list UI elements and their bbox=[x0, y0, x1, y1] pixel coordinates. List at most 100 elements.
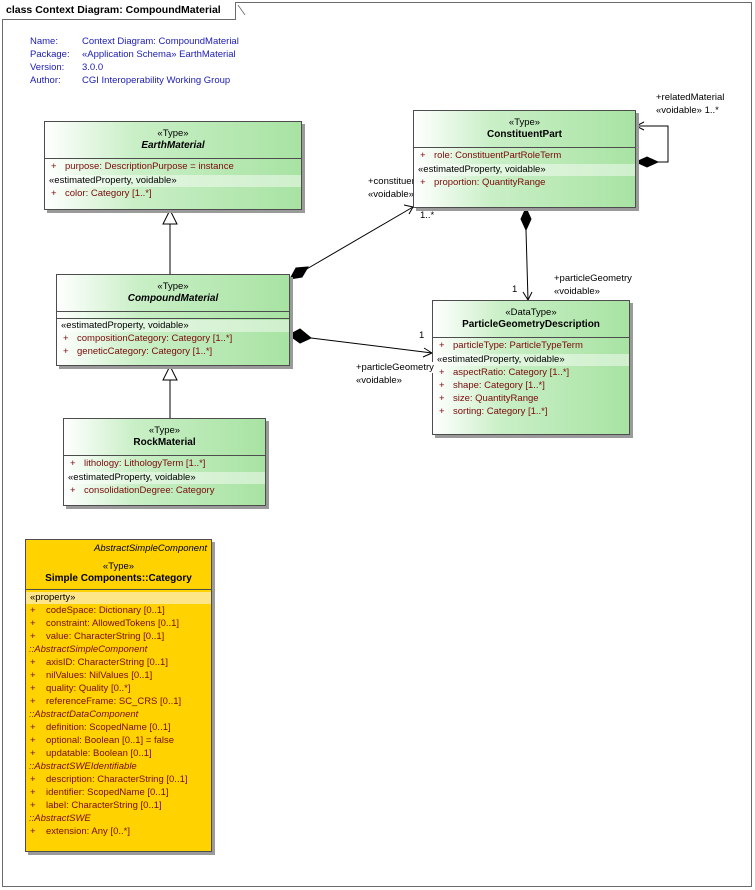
attribute-text: particleType: ParticleTypeTerm bbox=[453, 340, 583, 351]
attribute-compartment: +role: ConstituentPartRoleTerm «estimate… bbox=[414, 148, 635, 191]
attribute-text: identifier: ScopedName [0..1] bbox=[46, 787, 169, 798]
class-stereotype: «Type» bbox=[157, 128, 189, 139]
visibility-marker: + bbox=[30, 748, 36, 759]
info-row: Name: Context Diagram: CompoundMaterial bbox=[30, 35, 239, 48]
attribute-text: codeSpace: Dictionary [0..1] bbox=[46, 605, 165, 616]
info-value: Context Diagram: CompoundMaterial bbox=[82, 36, 239, 47]
visibility-marker: + bbox=[70, 458, 76, 469]
attribute-row: +constraint: AllowedTokens [0..1] bbox=[26, 617, 211, 630]
earth-material-class[interactable]: «Type» EarthMaterial +purpose: Descripti… bbox=[44, 121, 302, 210]
stereotype-group-label: «estimatedProperty, voidable» bbox=[45, 175, 301, 187]
attribute-row: + consolidationDegree: Category bbox=[64, 484, 265, 497]
info-key: Name: bbox=[30, 36, 58, 47]
attribute-text: referenceFrame: SC_CRS [0..1] bbox=[46, 696, 182, 707]
class-name: RockMaterial bbox=[133, 437, 196, 448]
stereotype-group-label: «estimatedProperty, voidable» bbox=[64, 472, 265, 484]
constituent-part-class[interactable]: «Type» ConstituentPart +role: Constituen… bbox=[413, 110, 636, 208]
visibility-marker: + bbox=[30, 618, 36, 629]
attribute-row: +role: ConstituentPartRoleTerm bbox=[414, 149, 635, 162]
visibility-marker: + bbox=[439, 367, 445, 378]
info-row: Author:CGI Interoperability Working Grou… bbox=[30, 74, 239, 87]
category-class[interactable]: AbstractSimpleComponent «Type» Simple Co… bbox=[25, 539, 212, 852]
attribute-text: compositionCategory: Category [1..*] bbox=[77, 333, 233, 344]
category-parent-name: AbstractSimpleComponent bbox=[94, 543, 207, 554]
attribute-text: extension: Any [0..*] bbox=[46, 826, 130, 837]
class-name: ParticleGeometryDescription bbox=[462, 319, 600, 330]
attribute-row: + value: CharacterString [0..1] bbox=[26, 630, 211, 643]
constituent-association-line bbox=[304, 206, 414, 271]
info-key: Version: bbox=[30, 62, 65, 73]
attribute-text: quality: Quality [0..*] bbox=[46, 683, 131, 694]
attribute-text: consolidationDegree: Category bbox=[84, 485, 215, 496]
attribute-text: shape: Category [1..*] bbox=[453, 380, 545, 391]
inherited-from-label: ::AbstractSWE bbox=[29, 813, 91, 824]
rock-material-class[interactable]: «Type» RockMaterial +lithology: Litholog… bbox=[63, 418, 266, 506]
visibility-marker: + bbox=[70, 485, 76, 496]
attribute-row: +codeSpace: Dictionary [0..1] bbox=[26, 604, 211, 617]
composition-diamond bbox=[288, 328, 312, 344]
visibility-marker: + bbox=[63, 333, 69, 344]
attribute-row: + compositionCategory: Category [1..*] bbox=[57, 332, 289, 345]
attribute-row: +identifier: ScopedName [0..1] bbox=[26, 786, 211, 799]
compound-material-class[interactable]: «Type» CompoundMaterial «estimatedProper… bbox=[56, 274, 290, 366]
visibility-marker: + bbox=[51, 161, 57, 172]
particle-geometry-multiplicity: 1 bbox=[419, 330, 425, 341]
diagram-title: class Context Diagram: CompoundMaterial bbox=[2, 2, 236, 20]
composition-diamond bbox=[520, 206, 532, 232]
visibility-marker: + bbox=[420, 177, 426, 188]
visibility-marker: + bbox=[439, 380, 445, 391]
class-name: CompoundMaterial bbox=[127, 293, 219, 304]
class-stereotype: «DataType» bbox=[505, 307, 557, 318]
info-key: Package: bbox=[30, 49, 70, 60]
info-row: Package: «Application Schema» EarthMateri… bbox=[30, 48, 239, 61]
attribute-text: size: QuantityRange bbox=[453, 393, 539, 404]
attribute-row: + purpose: DescriptionPurpose = instance bbox=[45, 160, 301, 173]
particle-geometry-description-class[interactable]: «DataType» ParticleGeometryDescription +… bbox=[432, 300, 630, 435]
attribute-text: proportion: QuantityRange bbox=[434, 177, 546, 188]
info-row: Version: 3.0.0 bbox=[30, 61, 239, 74]
visibility-marker: + bbox=[30, 735, 36, 746]
class-header: «DataType» ParticleGeometryDescription bbox=[433, 301, 629, 338]
particle-geometry-association-line bbox=[525, 229, 529, 301]
attribute-text: purpose: DescriptionPurpose = instance bbox=[65, 161, 234, 172]
attribute-compartment: «property» +codeSpace: Dictionary [0..1]… bbox=[26, 592, 211, 838]
visibility-marker: + bbox=[30, 826, 36, 837]
attribute-compartment: +purpose: DescriptionPurpose = instance … bbox=[45, 159, 301, 202]
diagram-info: Name: Context Diagram: CompoundMaterial P… bbox=[30, 35, 239, 87]
info-value: «Application Schema» EarthMaterial bbox=[82, 49, 236, 60]
attribute-row: +aspectRatio: Category [1..*] bbox=[433, 366, 629, 379]
class-header: «Type» ConstituentPart bbox=[414, 111, 635, 148]
particle-geometry-association-line bbox=[310, 337, 433, 354]
attribute-row: + geneticCategory: Category [1..*] bbox=[57, 345, 289, 358]
attribute-row: +label: CharacterString [0..1] bbox=[26, 799, 211, 812]
visibility-marker: + bbox=[30, 657, 36, 668]
generalization-arrowhead bbox=[162, 364, 178, 381]
stereotype-group-label: «property» bbox=[26, 592, 211, 604]
attribute-row: +description: CharacterString [0..1] bbox=[26, 773, 211, 786]
attribute-row: + proportion: QuantityRange bbox=[414, 176, 635, 189]
composition-diamond bbox=[634, 156, 660, 168]
attribute-text: optional: Boolean [0..1] = false bbox=[46, 735, 175, 746]
attribute-row: + extension: Any [0..*] bbox=[26, 825, 211, 838]
info-value: 3.0.0 bbox=[82, 62, 104, 73]
attribute-text: nilValues: NilValues [0..1] bbox=[46, 670, 153, 681]
class-name: Simple Components::Category bbox=[45, 573, 192, 584]
attribute-row: +particleType: ParticleTypeTerm bbox=[433, 339, 629, 352]
attribute-row: + referenceFrame: SC_CRS [0..1] bbox=[26, 695, 211, 708]
visibility-marker: + bbox=[30, 696, 36, 707]
attribute-compartment: «estimatedProperty, voidable» +compositi… bbox=[57, 319, 289, 360]
attribute-row: +size: QuantityRange bbox=[433, 392, 629, 405]
visibility-marker: + bbox=[30, 631, 36, 642]
attribute-compartment: +particleType: ParticleTypeTerm «estimat… bbox=[433, 338, 629, 420]
attribute-row: +quality: Quality [0..*] bbox=[26, 682, 211, 695]
attribute-text: geneticCategory: Category [1..*] bbox=[77, 346, 213, 357]
attribute-text: sorting: Category [1..*] bbox=[453, 406, 548, 417]
info-value: CGI Interoperability Working Group bbox=[82, 75, 231, 86]
visibility-marker: + bbox=[63, 346, 69, 357]
attribute-row: + shape: Category [1..*] bbox=[433, 379, 629, 392]
association-arrowhead bbox=[634, 121, 645, 131]
attribute-text: value: CharacterString [0..1] bbox=[46, 631, 165, 642]
class-header: «Type» Simple Components::Category bbox=[26, 555, 211, 590]
visibility-marker: + bbox=[51, 188, 57, 199]
